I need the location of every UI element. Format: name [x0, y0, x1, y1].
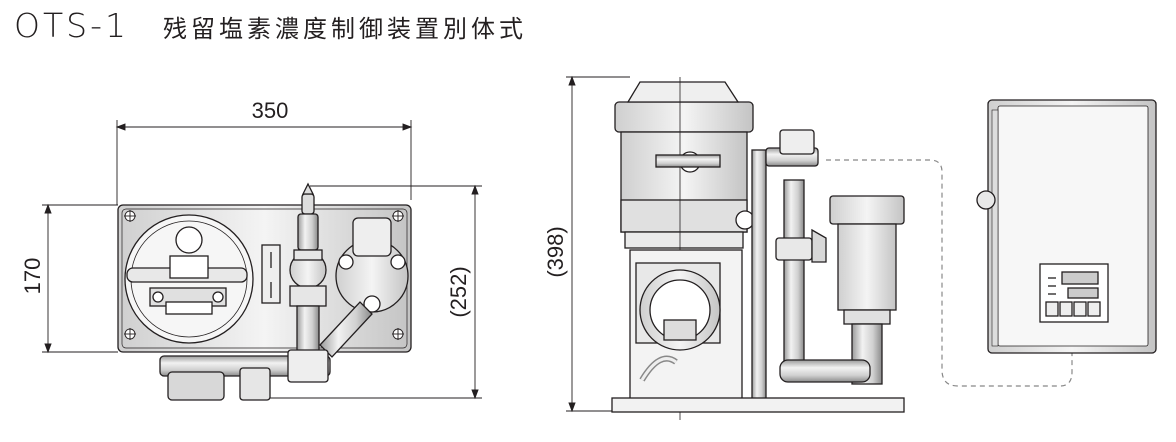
control-box [976, 99, 1157, 354]
product-description: 残留塩素濃度制御装置別体式 [162, 15, 527, 43]
dimension-label-height-252: (252) [446, 266, 471, 317]
signal-cable [826, 159, 1073, 387]
dimension-height-398 [566, 75, 630, 413]
base-frame [611, 397, 905, 413]
tank-lid [614, 101, 754, 133]
valve-assembly [159, 182, 409, 401]
dimension-height-252 [270, 184, 482, 400]
dimension-width [115, 120, 413, 205]
dimension-label-width: 350 [252, 98, 289, 123]
model-number: OTS-1 [14, 6, 129, 45]
dimension-label-height-398: (398) [543, 226, 568, 277]
front-view [42, 120, 482, 401]
filter-column [829, 195, 905, 225]
chlorine-tank-top [124, 214, 254, 344]
side-view [566, 75, 905, 420]
dimension-height-170 [42, 203, 118, 354]
drawing-title: OTS-1 残留塩素濃度制御装置別体式 [14, 6, 527, 50]
plate-screws [124, 210, 404, 340]
dimension-label-height-170: 170 [20, 258, 45, 295]
